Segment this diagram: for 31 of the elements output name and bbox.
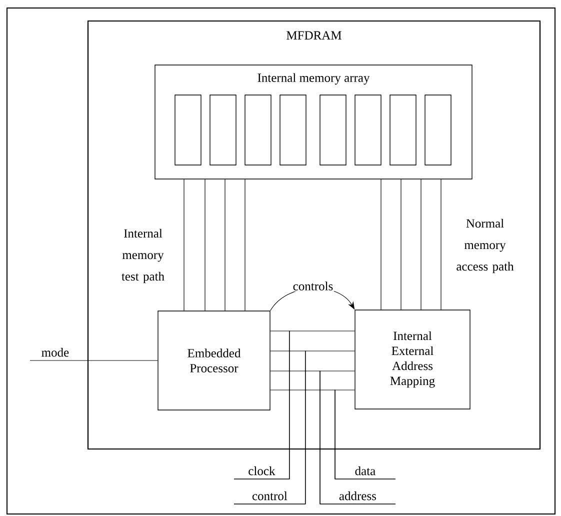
memory-cell [390,94,416,166]
memory-cell [320,94,346,166]
wire [204,179,206,311]
memory-cell [354,94,382,166]
wire [334,390,396,480]
memory-cell [244,94,272,166]
processor-box: Embedded Processor [158,310,270,410]
memory-cell [210,94,236,166]
memory-cell [280,94,306,166]
edge-label: controls [292,280,334,292]
path-label: Normal memory access path [456,218,514,274]
signal-label: data [355,466,376,476]
signal-label: address [339,491,376,500]
signal-label: mode [42,348,69,357]
signal-label: clock [248,466,276,476]
wire [440,179,442,310]
wire [380,179,382,310]
memory-cell [174,94,202,166]
wire [234,350,355,504]
mapping-box: Internal External Address Mapping [354,310,470,410]
signal-label: control [252,491,288,500]
wire [420,179,422,310]
path-label: Internal memory test path [122,228,164,284]
wire [244,179,246,311]
wire [234,330,355,480]
memory-cell [424,94,452,166]
memory-array-box: Internal memory array [154,64,472,180]
wire [320,370,396,504]
wire [30,360,158,361]
wire [224,179,226,311]
wire [400,179,402,310]
